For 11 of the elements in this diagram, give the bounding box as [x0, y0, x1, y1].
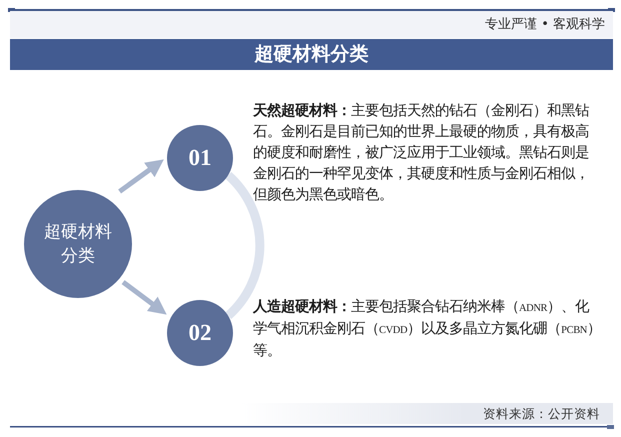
step-number: 02: [188, 320, 212, 346]
connector-arc: [225, 172, 264, 319]
node-label: 超硬材料分类: [43, 221, 113, 268]
diagram-title: 超硬材料分类: [254, 42, 368, 67]
step-number: 01: [188, 145, 212, 171]
description-text: 天然超硬材料：主要包括天然的钻石（金刚石）和黑钻石。金刚石是目前已知的世界上最硬的物质，具有极高的硬度和耐磨性，被广泛应用于工业领域。黑钻石则是金刚石的一种罕见变体，其硬度和性质与金刚石相似，但颜色为黑色或暗色。: [253, 102, 590, 205]
arrow: [122, 280, 167, 315]
description-text: 人造超硬材料：主要包括聚合钻石纳米棒（ADNR）、化学气相沉积金刚石（CVDD）以及多晶立方氮化硼（PCBN）等。: [253, 298, 602, 361]
arrow: [118, 159, 164, 194]
slogan-text: 专业严谨 • 客观科学: [485, 16, 605, 34]
source-note: 资料来源：公开资料: [483, 405, 600, 423]
